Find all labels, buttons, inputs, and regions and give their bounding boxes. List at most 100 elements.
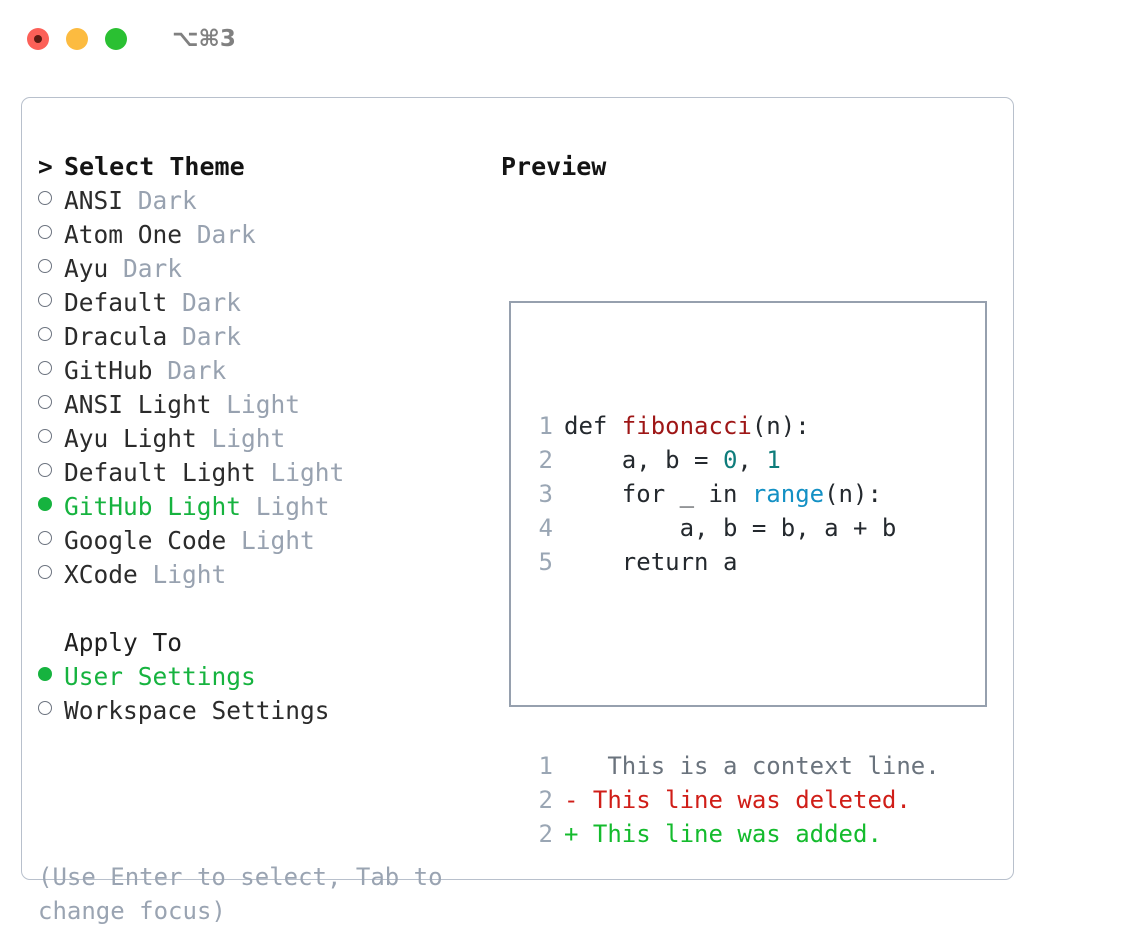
spacer — [212, 388, 227, 422]
spacer — [256, 456, 271, 490]
radio-dot — [38, 701, 52, 715]
radio-unselected-icon[interactable] — [38, 558, 64, 592]
diff-lines: 1 This is a context line.2- This line wa… — [525, 749, 940, 851]
radio-unselected-icon[interactable] — [38, 388, 64, 422]
radio-dot — [38, 463, 52, 477]
theme-item-label: Ayu Light — [64, 424, 197, 453]
radio-unselected-icon[interactable] — [38, 694, 64, 728]
line-number: 2 — [538, 446, 553, 474]
caret-icon: > — [38, 152, 53, 181]
radio-unselected-icon[interactable] — [38, 218, 64, 252]
radio-unselected-icon[interactable] — [38, 184, 64, 218]
spacer — [138, 558, 153, 592]
code-token: def — [564, 412, 622, 440]
code-token: 1 — [766, 446, 781, 474]
theme-item-tag: Light — [152, 560, 227, 589]
theme-item-label: Atom One — [64, 220, 183, 249]
diff-text: This line was deleted. — [578, 786, 911, 814]
theme-item-label: GitHub — [64, 356, 153, 385]
radio-dot — [38, 225, 52, 239]
theme-item-tag: Light — [211, 424, 286, 453]
theme-item[interactable]: Ayu Light Light — [38, 422, 498, 456]
radio-unselected-icon[interactable] — [38, 252, 64, 286]
theme-item[interactable]: Atom One Dark — [38, 218, 498, 252]
title-bar: ⌥⌘3 — [0, 0, 1140, 78]
diff-line: 2- This line was deleted. — [525, 783, 940, 817]
theme-item-label: Google Code — [64, 526, 227, 555]
theme-item[interactable]: Default Light Light — [38, 456, 498, 490]
theme-item[interactable]: Google Code Light — [38, 524, 498, 558]
radio-dot — [38, 565, 52, 579]
window-controls — [27, 28, 127, 50]
code-token: return a — [564, 548, 738, 576]
theme-item-tag: Dark — [196, 220, 256, 249]
theme-item[interactable]: GitHub Light Light — [38, 490, 498, 524]
code-line: 5 return a — [525, 545, 940, 579]
preview-title: Preview — [501, 152, 607, 181]
radio-unselected-icon[interactable] — [38, 354, 64, 388]
code-line: 2 a, b = 0, 1 — [525, 443, 940, 477]
minimize-button[interactable] — [66, 28, 88, 50]
line-number: 1 — [538, 412, 553, 440]
code-token: (n): — [824, 480, 882, 508]
theme-item-label: GitHub Light — [64, 492, 242, 521]
theme-item[interactable]: Ayu Dark — [38, 252, 498, 286]
theme-item-label: XCode — [64, 560, 138, 589]
radio-selected-icon[interactable] — [38, 660, 64, 694]
theme-item-tag: Dark — [137, 186, 197, 215]
apply-to-item[interactable]: User Settings — [38, 660, 498, 694]
line-number: 5 — [538, 548, 553, 576]
radio-dot — [38, 191, 52, 205]
radio-dot — [38, 395, 52, 409]
theme-item-tag: Dark — [182, 322, 242, 351]
apply-to-heading: · Apply To — [38, 626, 498, 660]
theme-item[interactable]: XCode Light — [38, 558, 498, 592]
spacer — [38, 592, 498, 626]
radio-unselected-icon[interactable] — [38, 524, 64, 558]
line-number: 4 — [538, 514, 553, 542]
apply-to-marker-placeholder: · — [38, 626, 64, 660]
diff-line: 2+ This line was added. — [525, 817, 940, 851]
theme-item-label: ANSI Light — [64, 390, 212, 419]
radio-unselected-icon[interactable] — [38, 422, 64, 456]
spacer — [182, 218, 197, 252]
apply-to-heading-label: Apply To — [64, 628, 183, 657]
radio-unselected-icon[interactable] — [38, 286, 64, 320]
spacer — [123, 184, 138, 218]
maximize-button[interactable] — [105, 28, 127, 50]
code-line: 4 a, b = b, a + b — [525, 511, 940, 545]
radio-dot — [38, 293, 52, 307]
theme-item[interactable]: ANSI Dark — [38, 184, 498, 218]
theme-item-tag: Light — [226, 390, 301, 419]
theme-item[interactable]: ANSI Light Light — [38, 388, 498, 422]
close-button[interactable] — [27, 28, 49, 50]
diff-line: 1 This is a context line. — [525, 749, 940, 783]
diff-text: This line was added. — [578, 820, 882, 848]
theme-item[interactable]: Default Dark — [38, 286, 498, 320]
theme-selector-heading: > Select Theme — [38, 150, 498, 184]
theme-item[interactable]: GitHub Dark — [38, 354, 498, 388]
code-diff-spacer — [525, 647, 940, 681]
theme-item-label: Default Light — [64, 458, 256, 487]
radio-dot — [38, 259, 52, 273]
spacer — [108, 252, 123, 286]
theme-item-tag: Dark — [123, 254, 183, 283]
code-token: a, b = — [564, 446, 723, 474]
theme-item-tag: Light — [270, 458, 345, 487]
spacer — [167, 286, 182, 320]
code-line: 3 for _ in range(n): — [525, 477, 940, 511]
line-number: 2 — [538, 820, 553, 848]
radio-unselected-icon[interactable] — [38, 456, 64, 490]
diff-sign — [564, 749, 578, 783]
theme-item-label: ANSI — [64, 186, 124, 215]
keyboard-hint: (Use Enter to select, Tab to change focu… — [38, 863, 458, 925]
radio-selected-icon[interactable] — [38, 490, 64, 524]
radio-unselected-icon[interactable] — [38, 320, 64, 354]
apply-to-item[interactable]: Workspace Settings — [38, 694, 498, 728]
code-token: (n): — [751, 412, 810, 440]
theme-item[interactable]: Dracula Dark — [38, 320, 498, 354]
